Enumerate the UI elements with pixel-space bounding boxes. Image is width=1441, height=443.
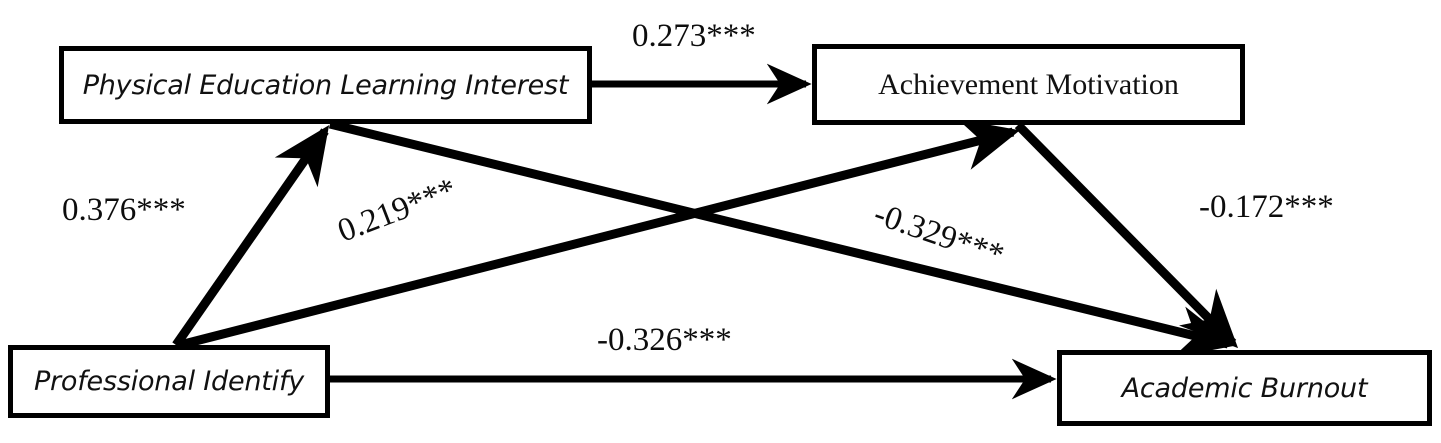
node-label: Academic Burnout xyxy=(1121,372,1368,404)
arrow-pe-to-ab xyxy=(328,119,1235,358)
node-academic-burnout: Academic Burnout xyxy=(1057,350,1432,426)
node-label: Physical Education Learning Interest xyxy=(82,69,569,101)
path-coefficient-pe-to-am: 0.273*** xyxy=(632,18,756,54)
node-label: Professional Identify xyxy=(33,366,305,397)
path-coefficient-pi-to-ab: -0.326*** xyxy=(597,322,732,358)
path-coefficient-am-to-ab: -0.172*** xyxy=(1199,189,1334,225)
node-label: Achievement Motivation xyxy=(878,67,1179,101)
path-coefficient-pi-to-pe: 0.376*** xyxy=(62,192,186,228)
arrow-pi-to-pe xyxy=(172,125,330,348)
node-physical-education-learning-interest: Physical Education Learning Interest xyxy=(59,46,592,124)
node-professional-identify: Professional Identify xyxy=(8,345,330,418)
node-achievement-motivation: Achievement Motivation xyxy=(812,44,1245,125)
arrow-am-to-ab xyxy=(1014,121,1239,349)
arrow-pi-to-am xyxy=(174,119,1020,351)
